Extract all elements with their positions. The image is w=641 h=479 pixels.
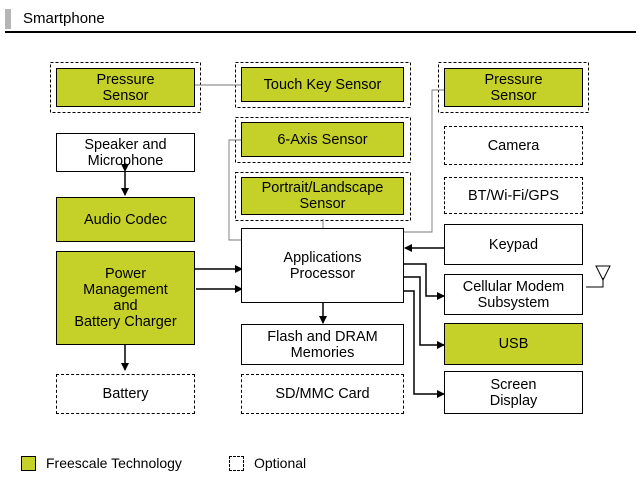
six-axis-sensor: 6-Axis Sensor xyxy=(241,122,404,157)
bt-wifi-gps: BT/Wi-Fi/GPS xyxy=(444,177,583,214)
pressure-left-optional-frame xyxy=(50,62,201,113)
page-title: Smartphone xyxy=(23,10,105,27)
keypad: Keypad xyxy=(444,224,583,265)
power-management-battery-charger: Power Management and Battery Charger xyxy=(56,251,195,345)
pressure-right-to-processor-line xyxy=(404,89,444,233)
battery: Battery xyxy=(56,374,195,414)
processor-usb-arrow xyxy=(398,273,445,349)
pressure-right-optional-frame xyxy=(438,62,589,113)
screen-display: Screen Display xyxy=(444,371,583,414)
pressure-sensor-left: Pressure Sensor xyxy=(56,68,195,107)
usb: USB xyxy=(444,323,583,365)
legend-freescale-swatch xyxy=(21,456,36,471)
antenna-line xyxy=(586,278,604,288)
legend-freescale-label: Freescale Technology xyxy=(46,455,182,471)
sd-mmc-card: SD/MMC Card xyxy=(241,374,404,414)
header-accent-bar xyxy=(5,9,11,29)
cellular-modem-subsystem: Cellular Modem Subsystem xyxy=(444,274,583,315)
six-axis-to-processor-line xyxy=(228,139,247,241)
pressure-sensor-right: Pressure Sensor xyxy=(444,68,583,107)
flash-dram-memories: Flash and DRAM Memories xyxy=(241,324,404,365)
header-divider xyxy=(5,31,636,33)
camera: Camera xyxy=(444,126,583,165)
legend-optional-label: Optional xyxy=(254,455,307,471)
legend-optional-swatch xyxy=(229,456,244,471)
speaker-microphone: Speaker and Microphone xyxy=(56,133,195,172)
processor-screen-arrow xyxy=(404,290,445,398)
touch-key-sensor: Touch Key Sensor xyxy=(241,67,404,102)
applications-processor: Applications Processor xyxy=(241,228,404,303)
portrait-landscape-sensor: Portrait/Landscape Sensor xyxy=(241,177,404,215)
antenna-icon xyxy=(595,265,611,282)
audio-codec: Audio Codec xyxy=(56,197,195,242)
